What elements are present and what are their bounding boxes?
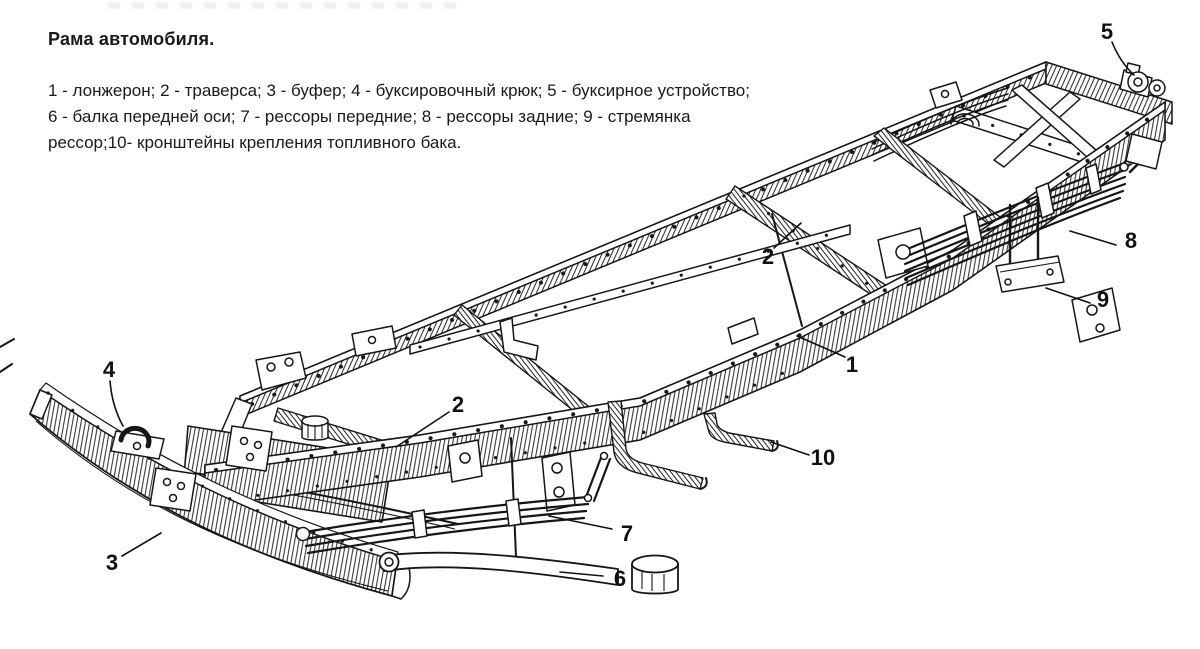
fuel-tank-brackets xyxy=(607,400,779,490)
callout-leader-line xyxy=(109,380,124,427)
callout-2-5: 2 xyxy=(395,392,464,448)
callout-1-3: 1 xyxy=(796,335,858,377)
callout-8-1: 8 xyxy=(1069,228,1137,253)
callout-4-7: 4 xyxy=(103,357,124,427)
callout-9-2: 9 xyxy=(1045,287,1109,312)
bumper-bracket xyxy=(225,425,273,472)
spring-eye xyxy=(895,244,911,260)
callout-number-label: 2 xyxy=(452,392,464,417)
spring-clamp-stremyanka xyxy=(995,196,1121,343)
callout-leader-line xyxy=(1045,287,1091,304)
callout-number-label: 8 xyxy=(1125,228,1137,253)
legend-line-1: 1 - лонжерон; 2 - траверса; 3 - буфер; 4… xyxy=(48,81,750,100)
callout-number-label: 1 xyxy=(846,352,858,377)
front-hangers xyxy=(447,437,576,558)
callout-number-label: 5 xyxy=(1101,19,1113,44)
callout-layer: 5 8 9 1 2 2 10 4 3 7 6 xyxy=(103,19,1137,591)
callout-2-4: 2 xyxy=(762,222,802,269)
shock-rod xyxy=(510,437,517,558)
legend-line-3: рессор;10- кронштейны крепления топливно… xyxy=(48,133,462,152)
callout-leader-line xyxy=(796,335,846,358)
callout-leader-line xyxy=(121,532,162,557)
callout-leader-line xyxy=(395,411,450,448)
callout-leader-line xyxy=(548,515,613,530)
tow-device xyxy=(1119,62,1166,98)
bumper-bracket xyxy=(149,467,197,512)
front-bumper xyxy=(29,382,411,600)
callout-number-label: 10 xyxy=(811,445,835,470)
callout-6-10: 6 xyxy=(559,566,626,591)
inner-beam xyxy=(409,224,851,355)
far-side-rail xyxy=(239,61,1047,418)
callout-leader-line xyxy=(773,222,802,249)
callout-10-6: 10 xyxy=(770,441,835,470)
callout-number-label: 4 xyxy=(103,357,116,382)
callout-7-9: 7 xyxy=(548,515,633,546)
callout-number-label: 2 xyxy=(762,244,774,269)
legend-line-2: 6 - балка передней оси; 7 - рессоры пере… xyxy=(48,107,691,126)
callout-number-label: 9 xyxy=(1097,287,1109,312)
tow-hook xyxy=(110,425,165,460)
callout-number-label: 6 xyxy=(614,566,626,591)
callout-leader-line xyxy=(559,571,604,577)
near-side-rail-longeron xyxy=(204,101,1166,508)
spring-eye xyxy=(295,526,311,542)
callout-number-label: 3 xyxy=(106,550,118,575)
callout-number-label: 7 xyxy=(621,521,633,546)
figure-legend: 1 - лонжерон; 2 - траверса; 3 - буфер; 4… xyxy=(48,78,750,156)
front-leaf-spring xyxy=(295,451,612,555)
callout-leader-line xyxy=(1111,41,1135,76)
callout-5-0: 5 xyxy=(1101,19,1135,76)
cropped-text-artifact xyxy=(108,2,458,9)
callout-3-8: 3 xyxy=(106,532,162,575)
callout-leader-line xyxy=(1069,230,1117,246)
front-axle-beam xyxy=(378,551,679,595)
callout-leader-line xyxy=(770,441,810,456)
figure-title: Рама автомобиля. xyxy=(48,29,215,49)
edge-artifact xyxy=(0,338,15,373)
